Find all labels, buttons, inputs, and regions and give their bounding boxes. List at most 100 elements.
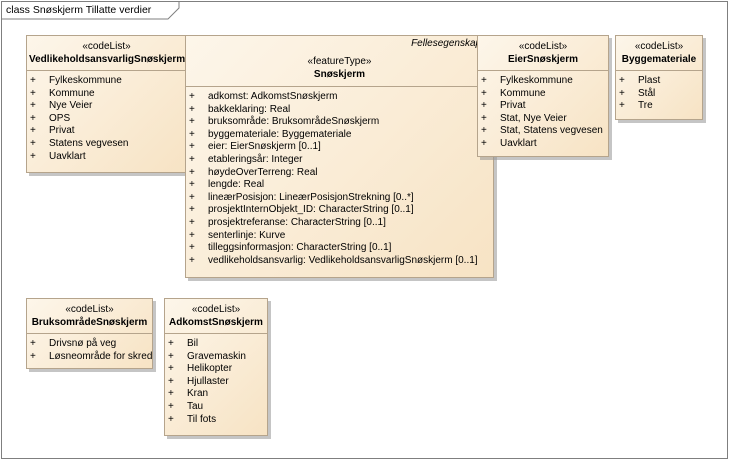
public-visibility-icon: + (30, 100, 36, 112)
attribute-text: Privat (49, 125, 75, 137)
public-visibility-icon: + (619, 87, 625, 99)
public-visibility-icon: + (189, 216, 195, 228)
attribute-text: Fylkeskommune (49, 75, 122, 86)
public-visibility-icon: + (168, 338, 174, 349)
public-visibility-icon: + (189, 191, 195, 203)
public-visibility-icon: + (481, 75, 487, 86)
public-visibility-icon: + (168, 413, 174, 425)
attribute-item: + Nye Veier (30, 100, 186, 113)
attribute-item: +Løsneområde for skred (30, 351, 152, 364)
attribute-item: +Bil (168, 338, 267, 351)
class-name: VedlikeholdsansvarligSnøskjerm (29, 54, 186, 65)
class-snoskjerm[interactable]: Fellesegenskaper «featureType» Snøskjerm… (185, 35, 494, 278)
class-stereotype: «codeList» (634, 41, 684, 52)
class-header: «codeList» BruksområdeSnøskjerm (27, 299, 152, 334)
public-visibility-icon: + (481, 125, 487, 137)
attribute-item: + Tre (619, 100, 702, 113)
attribute-text: Kommune (49, 87, 95, 99)
class-eier-snoskjerm[interactable]: «codeList» EierSnøskjerm +Fylkeskommune+… (477, 35, 609, 157)
public-visibility-icon: + (30, 75, 36, 86)
class-header: «codeList» Byggemateriale (616, 36, 702, 71)
attribute-text: Stat, Nye Veier (500, 112, 567, 124)
attribute-text: prosjektreferanse: CharacterString [0..1… (208, 216, 386, 228)
attribute-item: +Helikopter (168, 363, 267, 376)
attribute-item: + Tau (168, 401, 267, 414)
attribute-list: +Fylkeskommune+Kommune+Nye Veier+OPS+Pri… (27, 71, 186, 167)
public-visibility-icon: + (619, 100, 625, 112)
class-adkomst-snoskjerm[interactable]: «codeList» AdkomstSnøskjerm +Bil+Gravema… (164, 298, 268, 436)
public-visibility-icon: + (168, 363, 174, 375)
class-stereotype: «codeList» (191, 304, 241, 315)
attribute-item: +Statens vegvesen (30, 138, 186, 151)
public-visibility-icon: + (619, 75, 625, 86)
attribute-item: +tilleggsinformasjon: CharacterString [0… (189, 242, 493, 255)
class-header: «codeList» EierSnøskjerm (478, 36, 608, 71)
attribute-text: etableringsår: Integer (208, 153, 303, 165)
public-visibility-icon: + (168, 400, 174, 412)
attribute-text: Stål (638, 87, 656, 99)
attribute-item: +bruksområde: BruksområdeSnøskjerm (189, 116, 493, 129)
attribute-item: +bakkeklaring: Real (189, 104, 493, 117)
attribute-item: + prosjektreferanse: CharacterString [0..… (189, 217, 493, 230)
public-visibility-icon: + (189, 179, 195, 191)
attribute-item: + Stat, Statens vegvesen (481, 125, 608, 138)
attribute-item: +Hjullaster (168, 376, 267, 389)
class-header: «codeList» VedlikeholdsansvarligSnøskjer… (27, 36, 186, 71)
public-visibility-icon: + (481, 100, 487, 112)
class-header: «codeList» AdkomstSnøskjerm (165, 299, 267, 334)
class-byggemateriale[interactable]: «codeList» Byggemateriale + Plast + Stål + Tr… (615, 35, 703, 120)
class-vedlikeholdsansvarlig-snoskjerm[interactable]: «codeList» VedlikeholdsansvarligSnøskjer… (26, 35, 187, 173)
attribute-text: Tre (638, 100, 653, 112)
attribute-item: + Stat, Nye Veier (481, 113, 608, 126)
attribute-list: +Drivsnø på veg+Løsneområde for skred (27, 334, 152, 367)
attribute-item: +eier: EierSnøskjerm [0..1] (189, 141, 493, 154)
attribute-item: + Stål (619, 88, 702, 101)
attribute-item: + Privat (481, 100, 608, 113)
attribute-item: + Kommune (30, 88, 186, 101)
attribute-item: +lengde: Real (189, 179, 493, 192)
public-visibility-icon: + (30, 150, 36, 162)
attribute-text: Til fots (187, 413, 217, 425)
attribute-text: Plast (638, 75, 661, 86)
attribute-text: byggemateriale: Byggemateriale (208, 128, 352, 140)
attribute-text: Tau (187, 400, 204, 412)
attribute-list: +Fylkeskommune+Kommune+Privat+Stat, Nye … (478, 71, 608, 155)
attribute-text: Privat (500, 100, 526, 112)
attribute-item: +adkomst: AdkomstSnøskjerm (189, 91, 493, 104)
attribute-text: lineærPosisjon: LineærPosisjonStrekning … (208, 191, 414, 203)
class-name: Snøskjerm (313, 69, 366, 80)
attribute-item: + lineærPosisjon: LineærPosisjonStrekning… (189, 192, 493, 205)
attribute-item: +Kran (168, 388, 267, 401)
attribute-item: +Privat (30, 125, 186, 138)
attribute-text: Kommune (500, 87, 546, 99)
attribute-list: +Bil+Gravemaskin+Helikopter+Hjullaster+K… (165, 334, 267, 430)
attribute-text: Hjullaster (187, 375, 229, 387)
attribute-text: Nye Veier (49, 100, 93, 112)
attribute-item: +Gravemaskin (168, 351, 267, 364)
attribute-text: Stat, Statens vegvesen (500, 125, 603, 137)
attribute-text: senterlinje: Kurve (208, 229, 286, 241)
class-bruksomrade-snoskjerm[interactable]: «codeList» BruksområdeSnøskjerm +Drivsnø… (26, 298, 153, 369)
public-visibility-icon: + (189, 166, 195, 178)
public-visibility-icon: + (189, 128, 195, 140)
attribute-list: + Plast + Stål + Tre (616, 71, 702, 117)
attribute-item: +Uavklart (481, 138, 608, 151)
attribute-text: Uavklart (500, 137, 537, 149)
public-visibility-icon: + (189, 229, 195, 241)
attribute-text: høydeOverTerreng: Real (208, 166, 318, 178)
public-visibility-icon: + (189, 204, 195, 216)
attribute-item: +vedlikeholdsansvarlig: Vedlikeholdsansv… (189, 255, 493, 268)
public-visibility-icon: + (30, 350, 36, 362)
class-name: AdkomstSnøskjerm (169, 317, 263, 328)
attribute-item: + byggemateriale: Byggemateriale (189, 129, 493, 142)
attribute-text: bakkeklaring: Real (208, 103, 291, 115)
public-visibility-icon: + (189, 116, 195, 128)
public-visibility-icon: + (30, 338, 36, 349)
public-visibility-icon: + (481, 112, 487, 124)
public-visibility-icon: + (189, 153, 195, 165)
attribute-item: + Plast (619, 75, 702, 88)
public-visibility-icon: + (30, 87, 36, 99)
attribute-item: +Fylkeskommune (481, 75, 608, 88)
diagram-title: class Snøskjerm Tillatte verdier (6, 4, 152, 16)
attribute-item: + senterlinje: Kurve (189, 230, 493, 243)
